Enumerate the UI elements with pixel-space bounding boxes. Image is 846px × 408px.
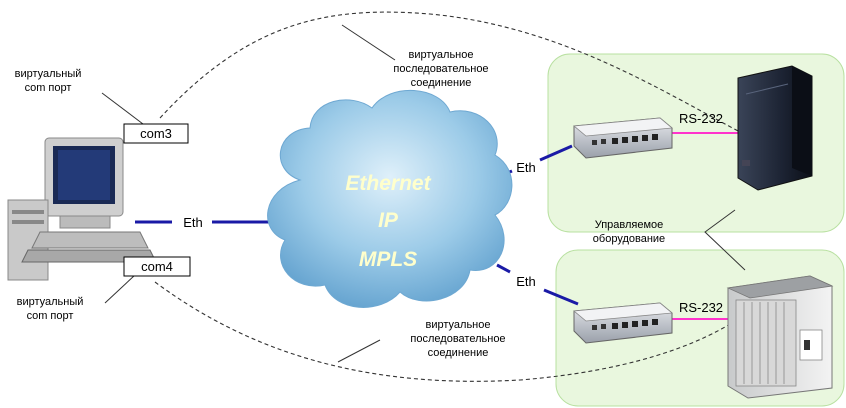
pointer-line <box>101 92 144 125</box>
serial-top-label: виртуальное <box>409 49 474 61</box>
eth-pc-label: Eth <box>183 215 203 230</box>
eth-pc-label-bg <box>172 212 212 230</box>
serial-top-label: последовательное <box>393 63 488 75</box>
serial-link-top <box>159 11 743 134</box>
eth-bottom-label: Eth <box>516 274 536 289</box>
cloud-icon <box>267 89 513 308</box>
virtual-port-label: com порт <box>27 310 74 322</box>
cloud-label: Ethernet <box>345 172 431 195</box>
eth-link-bottom <box>543 288 579 306</box>
pointer-line <box>341 24 396 61</box>
managed-equipment-label: оборудование <box>593 233 665 245</box>
serial-bottom-label: соединение <box>428 347 489 359</box>
virtual-port-label: com порт <box>25 82 72 94</box>
pointer-line <box>104 274 136 304</box>
pointer-line <box>337 339 381 363</box>
managed-equipment-label: Управляемое <box>595 219 664 231</box>
cloud-label: IP <box>378 209 399 232</box>
com4-label: com4 <box>141 259 173 274</box>
rack-equipment-icon <box>726 275 834 399</box>
converter-icon <box>573 302 673 344</box>
eth-link-bottom <box>496 263 511 274</box>
rs232-top-label: RS-232 <box>679 111 723 126</box>
serial-link-bottom <box>154 281 749 382</box>
virtual-port-label: виртуальный <box>15 68 82 80</box>
com4-box <box>123 256 191 277</box>
com3-label: com3 <box>140 126 172 141</box>
cloud-label: MPLS <box>359 248 417 271</box>
computer-icon <box>7 137 157 281</box>
eth-link-top <box>539 144 573 162</box>
virtual-port-label: виртуальный <box>17 296 84 308</box>
pointer-line <box>704 209 746 271</box>
rs232-bottom-label: RS-232 <box>679 300 723 315</box>
pbx-icon <box>737 65 813 191</box>
serial-bottom-label: виртуальное <box>426 319 491 331</box>
converter-icon <box>573 117 673 159</box>
serial-top-label: соединение <box>411 77 472 89</box>
serial-bottom-label: последовательное <box>410 333 505 345</box>
eth-top-label: Eth <box>516 160 536 175</box>
com3-box <box>123 123 189 144</box>
